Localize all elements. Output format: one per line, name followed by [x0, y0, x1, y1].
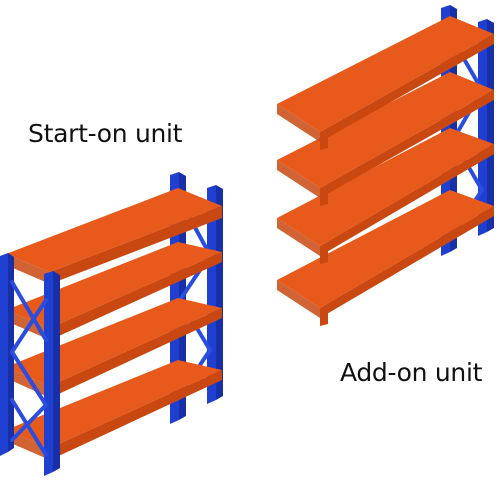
start-on-unit-label: Start-on unit	[28, 119, 183, 148]
start-on-brace	[10, 280, 48, 342]
start-on-brace	[10, 403, 48, 442]
start-on-front-upright	[44, 271, 53, 476]
add-on-shelf	[277, 190, 494, 326]
start-on-front-frame	[0, 253, 60, 476]
start-on-front-upright-side	[53, 271, 60, 472]
add-on-shelf	[277, 16, 494, 150]
add-on-unit	[277, 5, 494, 326]
add-on-unit-label: Add-on unit	[340, 358, 483, 387]
start-on-brace	[10, 298, 48, 354]
add-on-shelf	[277, 72, 494, 206]
start-on-front-upright	[0, 253, 8, 456]
add-on-upright	[478, 19, 487, 236]
start-on-brace	[10, 350, 48, 407]
start-on-unit	[0, 172, 223, 476]
start-on-brace	[10, 398, 48, 457]
start-on-shelf	[6, 188, 222, 284]
start-on-back-upright-side	[216, 185, 223, 400]
add-on-shelf	[277, 128, 494, 264]
add-on-upright-side	[487, 19, 494, 232]
